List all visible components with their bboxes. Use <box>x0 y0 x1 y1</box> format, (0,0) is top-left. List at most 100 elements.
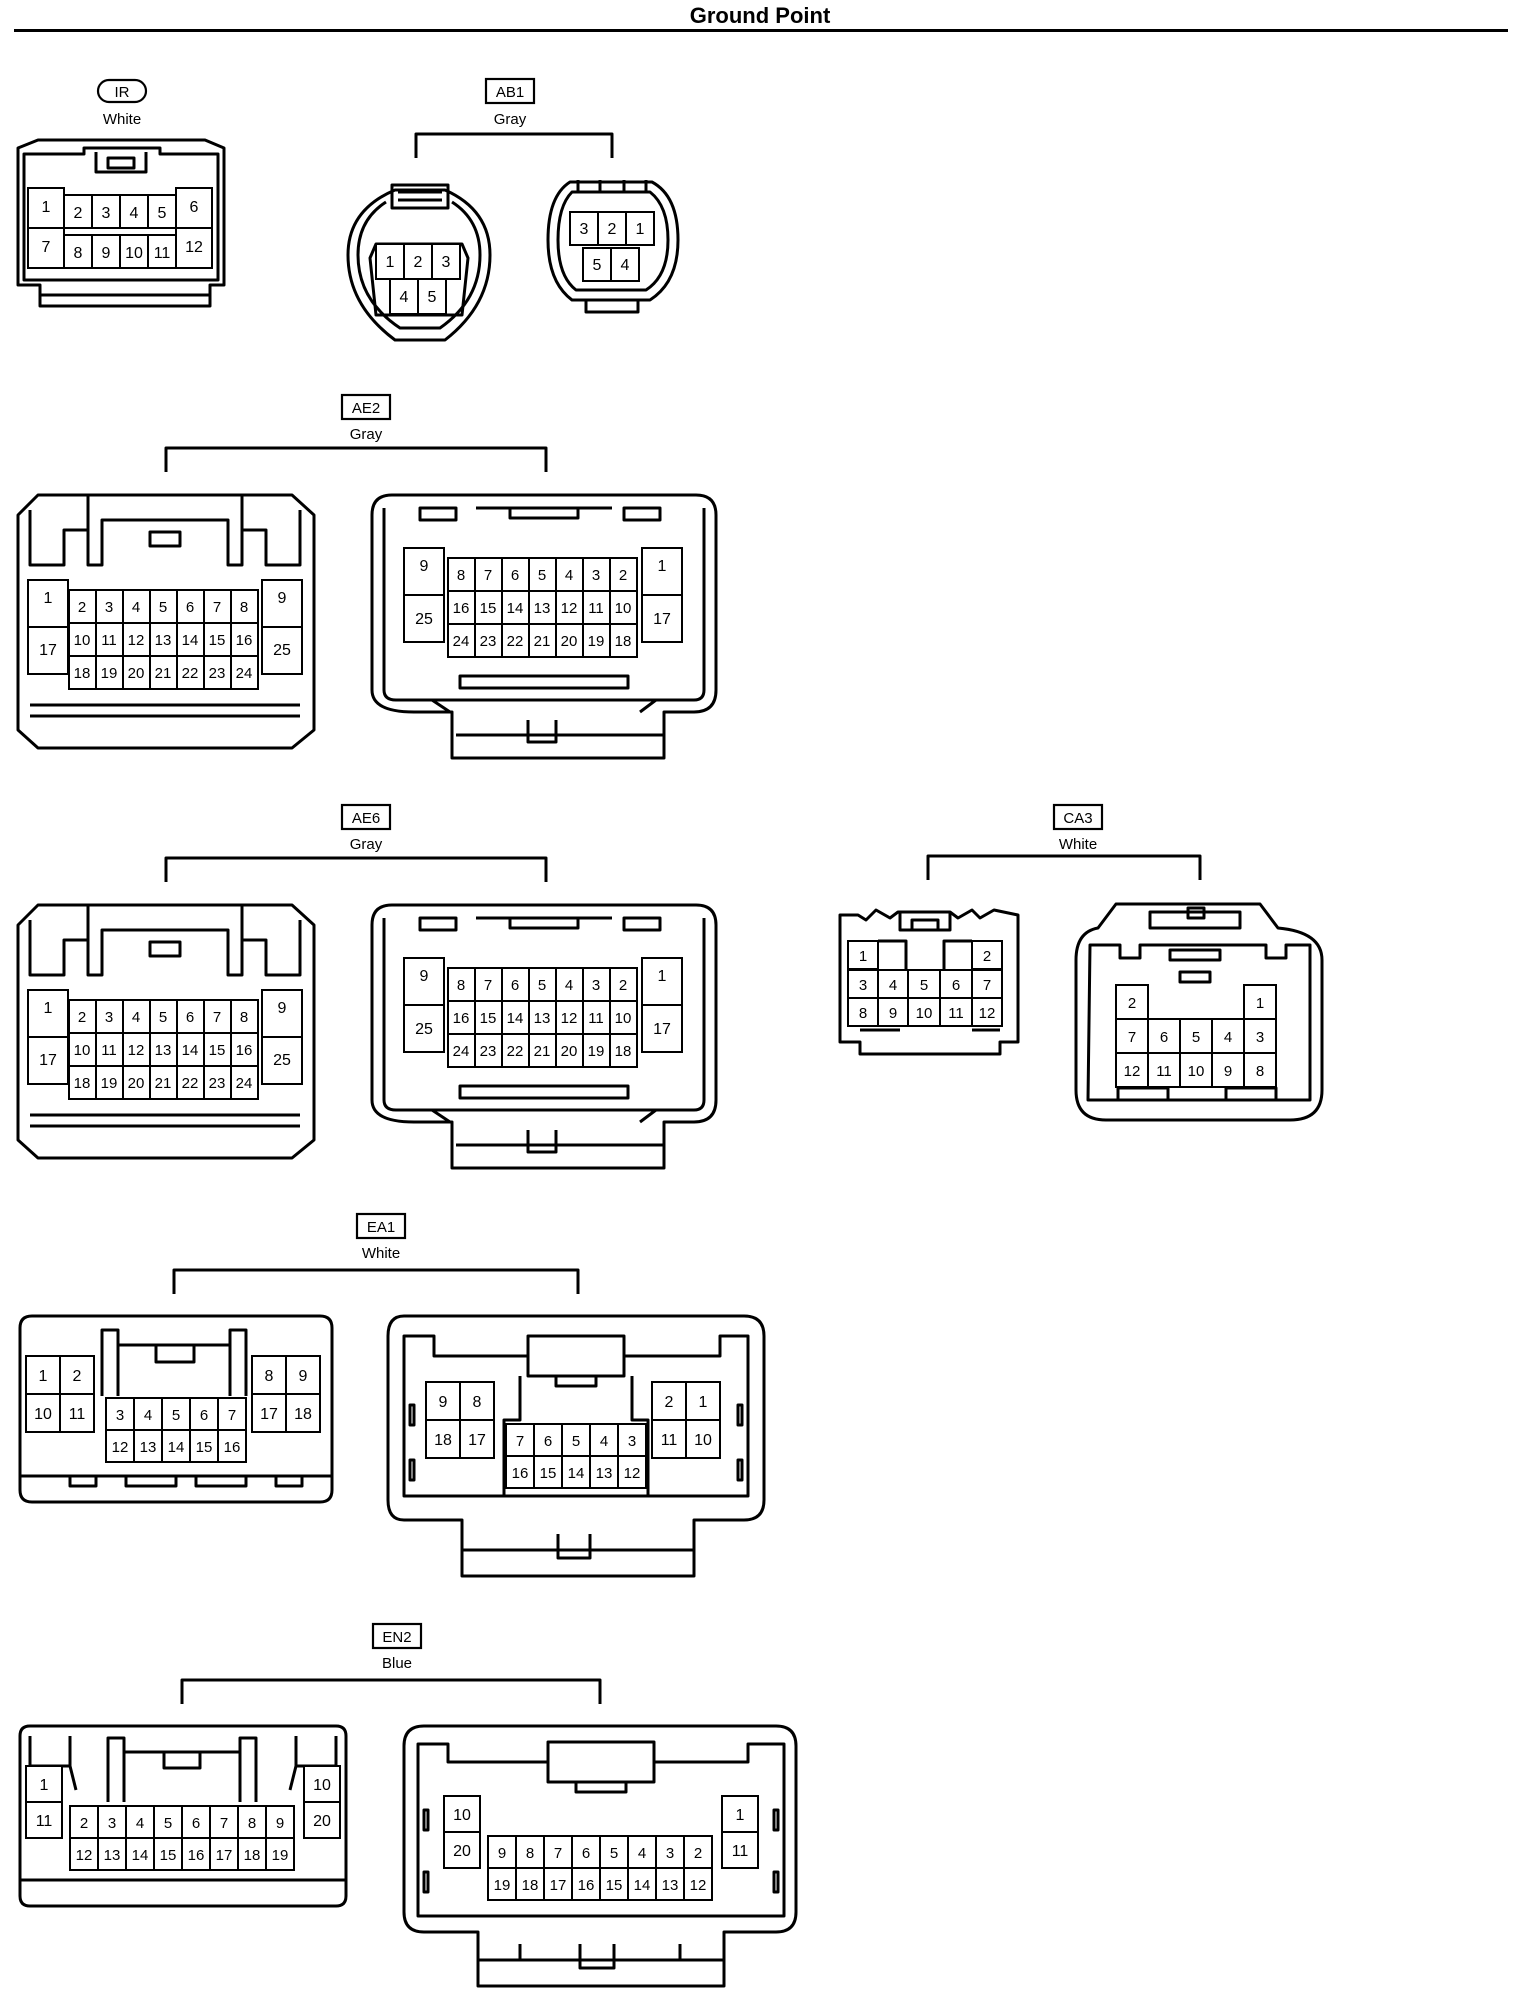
pin-number: 13 <box>155 632 172 649</box>
pin-number: 11 <box>588 600 604 617</box>
pin-number: 15 <box>480 1010 497 1027</box>
pin-number: 3 <box>105 1009 113 1026</box>
pin-number: 3 <box>442 254 451 271</box>
pin-number: 14 <box>568 1465 585 1482</box>
pin-number: 4 <box>565 567 573 584</box>
pin-number: 2 <box>608 221 617 238</box>
pin-number: 11 <box>36 1813 53 1830</box>
pin-number: 3 <box>102 205 111 222</box>
pin-number: 12 <box>561 600 578 617</box>
pin-number: 4 <box>889 977 897 994</box>
pin-number: 7 <box>213 1009 221 1026</box>
pin-number: 24 <box>453 633 470 650</box>
pin-number: 10 <box>125 245 143 262</box>
pin-number: 10 <box>615 600 632 617</box>
title-rule <box>14 29 1508 32</box>
pin-number: 4 <box>136 1815 144 1832</box>
connector-view-rear: 3 2 1 5 4 <box>546 180 680 314</box>
pin-number: 1 <box>386 254 395 271</box>
pin-number: 17 <box>653 611 671 628</box>
pin-number: 5 <box>158 205 167 222</box>
pin-number: 18 <box>615 633 632 650</box>
pin-number: 7 <box>213 599 221 616</box>
pin-number: 23 <box>209 1075 226 1092</box>
pin-number: 2 <box>80 1815 88 1832</box>
pin-number: 8 <box>74 245 83 262</box>
pin-number: 3 <box>116 1407 124 1424</box>
pin-number: 20 <box>313 1813 331 1830</box>
pin-number: 6 <box>186 1009 194 1026</box>
pin-number: 14 <box>507 600 524 617</box>
pin-number: 25 <box>273 642 291 659</box>
pin-number: 19 <box>101 665 118 682</box>
connector-id: EA1 <box>367 1219 395 1236</box>
pin-number: 6 <box>511 977 519 994</box>
pin-number: 6 <box>952 977 960 994</box>
pin-number: 3 <box>592 567 600 584</box>
pin-number: 23 <box>480 1043 497 1060</box>
pin-number: 11 <box>154 245 171 262</box>
pin-number: 5 <box>538 977 546 994</box>
pin-number: 18 <box>434 1432 452 1449</box>
pin-number: 22 <box>182 665 199 682</box>
connector-AE2: AE2 Gray 1 17 9 25 2 <box>16 393 718 760</box>
pin-number: 9 <box>102 245 111 262</box>
pin-number: 2 <box>74 205 83 222</box>
pin-number: 14 <box>182 632 199 649</box>
pin-number: 5 <box>572 1433 580 1450</box>
label-box <box>371 1622 423 1650</box>
pin-number: 2 <box>78 599 86 616</box>
pin-number: 18 <box>244 1847 261 1864</box>
pin-number: 4 <box>1224 1029 1232 1046</box>
view-bracket <box>180 1678 602 1704</box>
connector-color: White <box>362 1245 400 1262</box>
pin-number: 4 <box>565 977 573 994</box>
pin-number: 1 <box>1256 995 1264 1012</box>
pin-number: 5 <box>159 1009 167 1026</box>
connector-view-front: 1 2 3 4 5 <box>346 183 492 342</box>
pin-number: 15 <box>160 1847 177 1864</box>
cavity-set <box>68 999 259 1100</box>
connector-color: Gray <box>350 836 383 853</box>
connector-color: White <box>103 111 141 128</box>
pin-number: 12 <box>185 239 203 256</box>
pin-number: 14 <box>634 1877 651 1894</box>
pin-number: 19 <box>494 1877 511 1894</box>
pin-number: 17 <box>216 1847 233 1864</box>
pin-number: 17 <box>468 1432 486 1449</box>
connector-CA3: CA3 White 1 2 3 4 5 6 7 8 9 10 11 12 <box>838 803 1324 1122</box>
pin-number: 1 <box>859 948 867 965</box>
pin-number: 8 <box>859 1005 867 1022</box>
pin-number: 2 <box>414 254 423 271</box>
pin-number: 3 <box>108 1815 116 1832</box>
pin-number: 11 <box>69 1406 86 1423</box>
pin-number: 1 <box>736 1807 745 1824</box>
pin-number: 15 <box>606 1877 623 1894</box>
pin-number: 23 <box>480 633 497 650</box>
pin-number: 3 <box>105 599 113 616</box>
pin-number: 12 <box>624 1465 641 1482</box>
pin-number: 11 <box>661 1432 678 1449</box>
pin-number: 12 <box>76 1847 93 1864</box>
pin-number: 2 <box>665 1394 674 1411</box>
connector-EN2: EN2 Blue 1 11 10 20 2 3 4 5 6 7 8 <box>18 1622 798 1988</box>
pin-number: 11 <box>1156 1063 1172 1080</box>
pin-number: 4 <box>144 1407 152 1424</box>
pin-number: 16 <box>453 1010 470 1027</box>
pin-number: 3 <box>592 977 600 994</box>
pin-number: 18 <box>522 1877 539 1894</box>
view-bracket <box>172 1268 580 1294</box>
cavity-set <box>69 1805 295 1871</box>
pin-number: 12 <box>112 1439 129 1456</box>
pin-number: 25 <box>415 1021 433 1038</box>
pin-number: 14 <box>182 1042 199 1059</box>
pin-number: 6 <box>186 599 194 616</box>
pin-number: 16 <box>512 1465 529 1482</box>
connector-view-front: 1 17 9 25 2 3 4 5 6 7 8 10 11 12 13 14 1… <box>16 493 316 750</box>
view-bracket <box>414 132 614 158</box>
pin-number: 20 <box>561 633 578 650</box>
pin-number: 1 <box>40 1777 49 1794</box>
connector-EA1: EA1 White 1 2 10 11 8 9 17 <box>18 1212 766 1578</box>
terminal-grid: 1 17 9 25 2 3 4 5 6 7 8 10 11 12 13 14 1… <box>27 579 303 690</box>
pin-number: 10 <box>313 1777 331 1794</box>
